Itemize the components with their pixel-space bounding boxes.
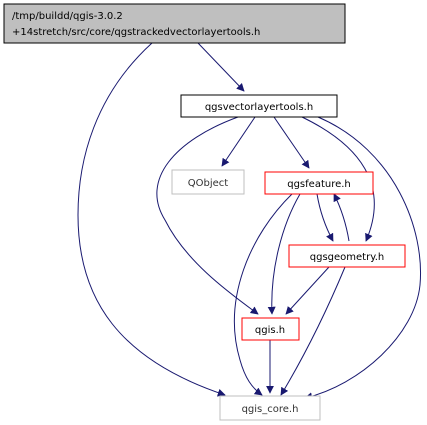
node-box	[171, 169, 245, 195]
edge-feature-to-geometry	[316, 193, 334, 242]
node-label: qgsgeometry.h	[310, 252, 384, 263]
node-box	[241, 317, 300, 341]
edge-root-to-vectorlayertools	[197, 42, 245, 92]
node-box	[264, 171, 374, 195]
node-qgsfeature-h: qgsfeature.h	[264, 171, 374, 195]
node-label: qgsvectorlayertools.h	[205, 102, 313, 113]
node-qgis-h: qgis.h	[241, 317, 300, 341]
edge-geometry-to-feature	[333, 193, 350, 242]
node-box	[219, 395, 321, 421]
node-box	[3, 3, 346, 44]
node-box	[180, 94, 338, 118]
node-box	[288, 244, 406, 268]
edge-geometry-to-core	[280, 266, 346, 396]
edge-vectorlayertools-to-feature	[273, 116, 310, 169]
edge-feature-to-core	[233, 193, 293, 396]
node-label: QObject	[188, 178, 229, 189]
edge-root-to-core	[77, 42, 226, 397]
edge-geometry-to-qgis	[285, 266, 330, 315]
node-label-line-2: +14stretch/src/core/qgstrackedvectorlaye…	[12, 27, 260, 38]
edge-vectorlayertools-to-qgis	[156, 116, 259, 315]
edge-vectorlayertools-to-qobject	[221, 116, 256, 167]
node-label: qgsfeature.h	[287, 179, 351, 190]
edge-vectorlayertools-to-core	[304, 116, 422, 401]
node-qgsgeometry-h: qgsgeometry.h	[288, 244, 406, 268]
node-qgis-core-h: qgis_core.h	[219, 395, 321, 421]
edge-feature-to-qgis	[267, 193, 301, 315]
node-root-file: /tmp/buildd/qgis-3.0.2 +14stretch/src/co…	[3, 3, 346, 44]
node-qobject: QObject	[171, 169, 245, 195]
node-label: qgis_core.h	[242, 404, 299, 415]
edges	[77, 42, 422, 401]
node-qgsvectorlayertools-h: qgsvectorlayertools.h	[180, 94, 338, 118]
edge-vectorlayertools-to-geometry	[301, 116, 375, 242]
node-label: qgis.h	[255, 325, 285, 336]
node-label-line-1: /tmp/buildd/qgis-3.0.2	[12, 11, 123, 22]
